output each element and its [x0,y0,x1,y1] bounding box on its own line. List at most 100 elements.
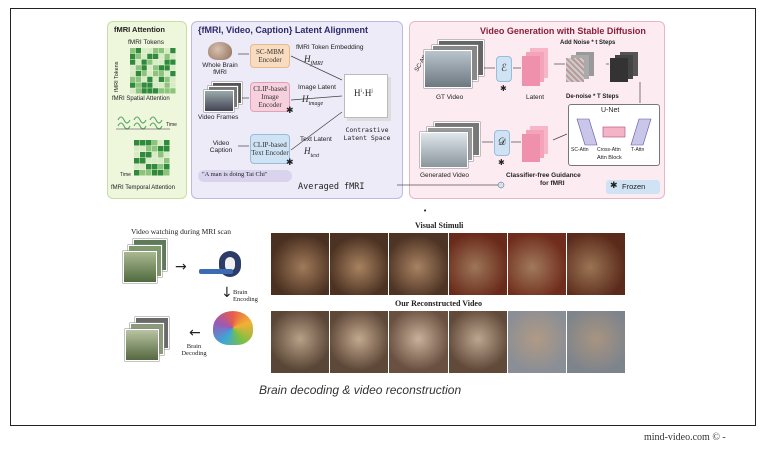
watched-video-stack [123,239,167,283]
fmri-attention-title: fMRI Attention [114,25,165,34]
cfg-label: Classifier-free Guidance [506,172,581,179]
stimulus-frame [330,233,389,295]
attention-cell [164,82,170,88]
contrastive-label: Contrastive Latent Space [343,126,391,142]
add-noise-label: Add Noise * t Steps [560,40,616,46]
attention-cell [164,164,170,170]
denoised-latent-stack [522,126,552,162]
attention-cell [134,164,140,170]
attention-cell [135,53,141,59]
latent-label: Latent [526,94,545,101]
attention-cell [146,170,152,176]
attention-cell [135,76,141,82]
attention-cell [164,170,170,176]
t-attn-label: T-Attn [631,147,645,153]
attention-cell [130,53,136,59]
attention-cell [141,65,147,71]
attention-cell [146,146,152,152]
arrow-down-icon: ↓ [221,285,233,301]
clip-image-encoder: CLIP-based Image Encoder [250,82,290,112]
text-latent-label: Text Latent [300,136,332,143]
alignment-title: {fMRI, Video, Caption} Latent Alignment [198,25,369,35]
attention-cell [140,152,146,158]
arrow-left-icon: ← [189,325,201,341]
attention-cell [170,88,176,94]
frozen-star-icon: ✱ [286,106,294,116]
cross-attn-label: Cross-Attn [597,147,621,153]
reconstructed-strip [271,311,626,373]
colored-brain-icon [213,311,253,345]
stimulus-frame [448,233,507,295]
attention-cell [158,76,164,82]
stimulus-frame [507,233,566,295]
attention-cell [164,140,170,146]
latent-alignment-panel: {fMRI, Video, Caption} Latent Alignment … [191,21,403,199]
h-fmri-symbol: HfMRI [304,54,323,67]
attention-cell [147,53,153,59]
attention-cell [152,158,158,164]
attention-cell [130,48,136,54]
attention-cell [134,158,140,164]
attention-cell [153,88,159,94]
decoder-block: 𝒟 [494,130,510,156]
lower-panel: Video watching during MRI scan → ↓ Brain… [115,219,626,379]
attention-cell [134,152,140,158]
attention-cell [130,76,136,82]
attention-cell [164,88,170,94]
attention-cell [146,164,152,170]
temporal-wave-icon [116,116,170,130]
figure-frame: fMRI Attention fMRI Tokens fMRI Tokens f… [10,8,756,426]
gt-video-label: GT Video [436,94,464,101]
attn-block-label: Attn Block [597,155,622,161]
averaged-fmri-label: Averaged fMRI [298,182,365,192]
attention-cell [164,59,170,65]
unet-label: U-Net [601,107,620,114]
attention-cell [152,170,158,176]
attention-cell [147,76,153,82]
visual-stimuli-label: Visual Stimuli [415,221,464,230]
stimulus-frame [271,233,330,295]
noise-stack [566,52,606,82]
attention-cell [130,82,136,88]
attention-cell [146,158,152,164]
attention-cell [170,82,176,88]
video-generation-panel: Video Generation with Stable Diffusion S… [409,21,665,199]
stimulus-frame [566,233,626,295]
fmri-spatial-attention-label: fMRI Spatial Attention [112,96,170,102]
attention-cell [140,170,146,176]
stimulus-frame [389,233,448,295]
spatial-attention-grid [130,48,176,94]
attention-cell [152,152,158,158]
attention-cell [158,53,164,59]
attention-cell [153,53,159,59]
decoder-symbol: 𝒟 [498,137,506,148]
attention-cell [141,88,147,94]
frozen-star-icon-2: ✱ [286,158,294,168]
attention-cell [170,53,176,59]
generated-video-stack [420,122,480,168]
reconstructed-frame [448,311,507,373]
attention-cell [140,164,146,170]
attention-cell [164,76,170,82]
reconstructed-frame [507,311,566,373]
h-image-symbol: Himage [302,94,324,107]
unet-shape [576,118,652,146]
encoder-symbol: ℰ [500,63,508,74]
attention-cell [170,48,176,54]
attention-cell [170,59,176,65]
attention-cell [135,48,141,54]
attention-cell [140,158,146,164]
cfg-sub-label: for fMRI [540,180,565,187]
brain-icon [208,42,232,60]
image-latent-label: Image Latent [298,84,336,91]
attention-cell [135,82,141,88]
temporal-attention-grid [134,140,170,176]
attention-cell [130,65,136,71]
attention-cell [141,76,147,82]
attention-cell [134,170,140,176]
encoder-block: ℰ [496,56,512,82]
attention-cell [153,76,159,82]
fmri-tokens-label: fMRI Tokens [128,39,165,46]
attention-cell [158,65,164,71]
attention-cell [153,59,159,65]
